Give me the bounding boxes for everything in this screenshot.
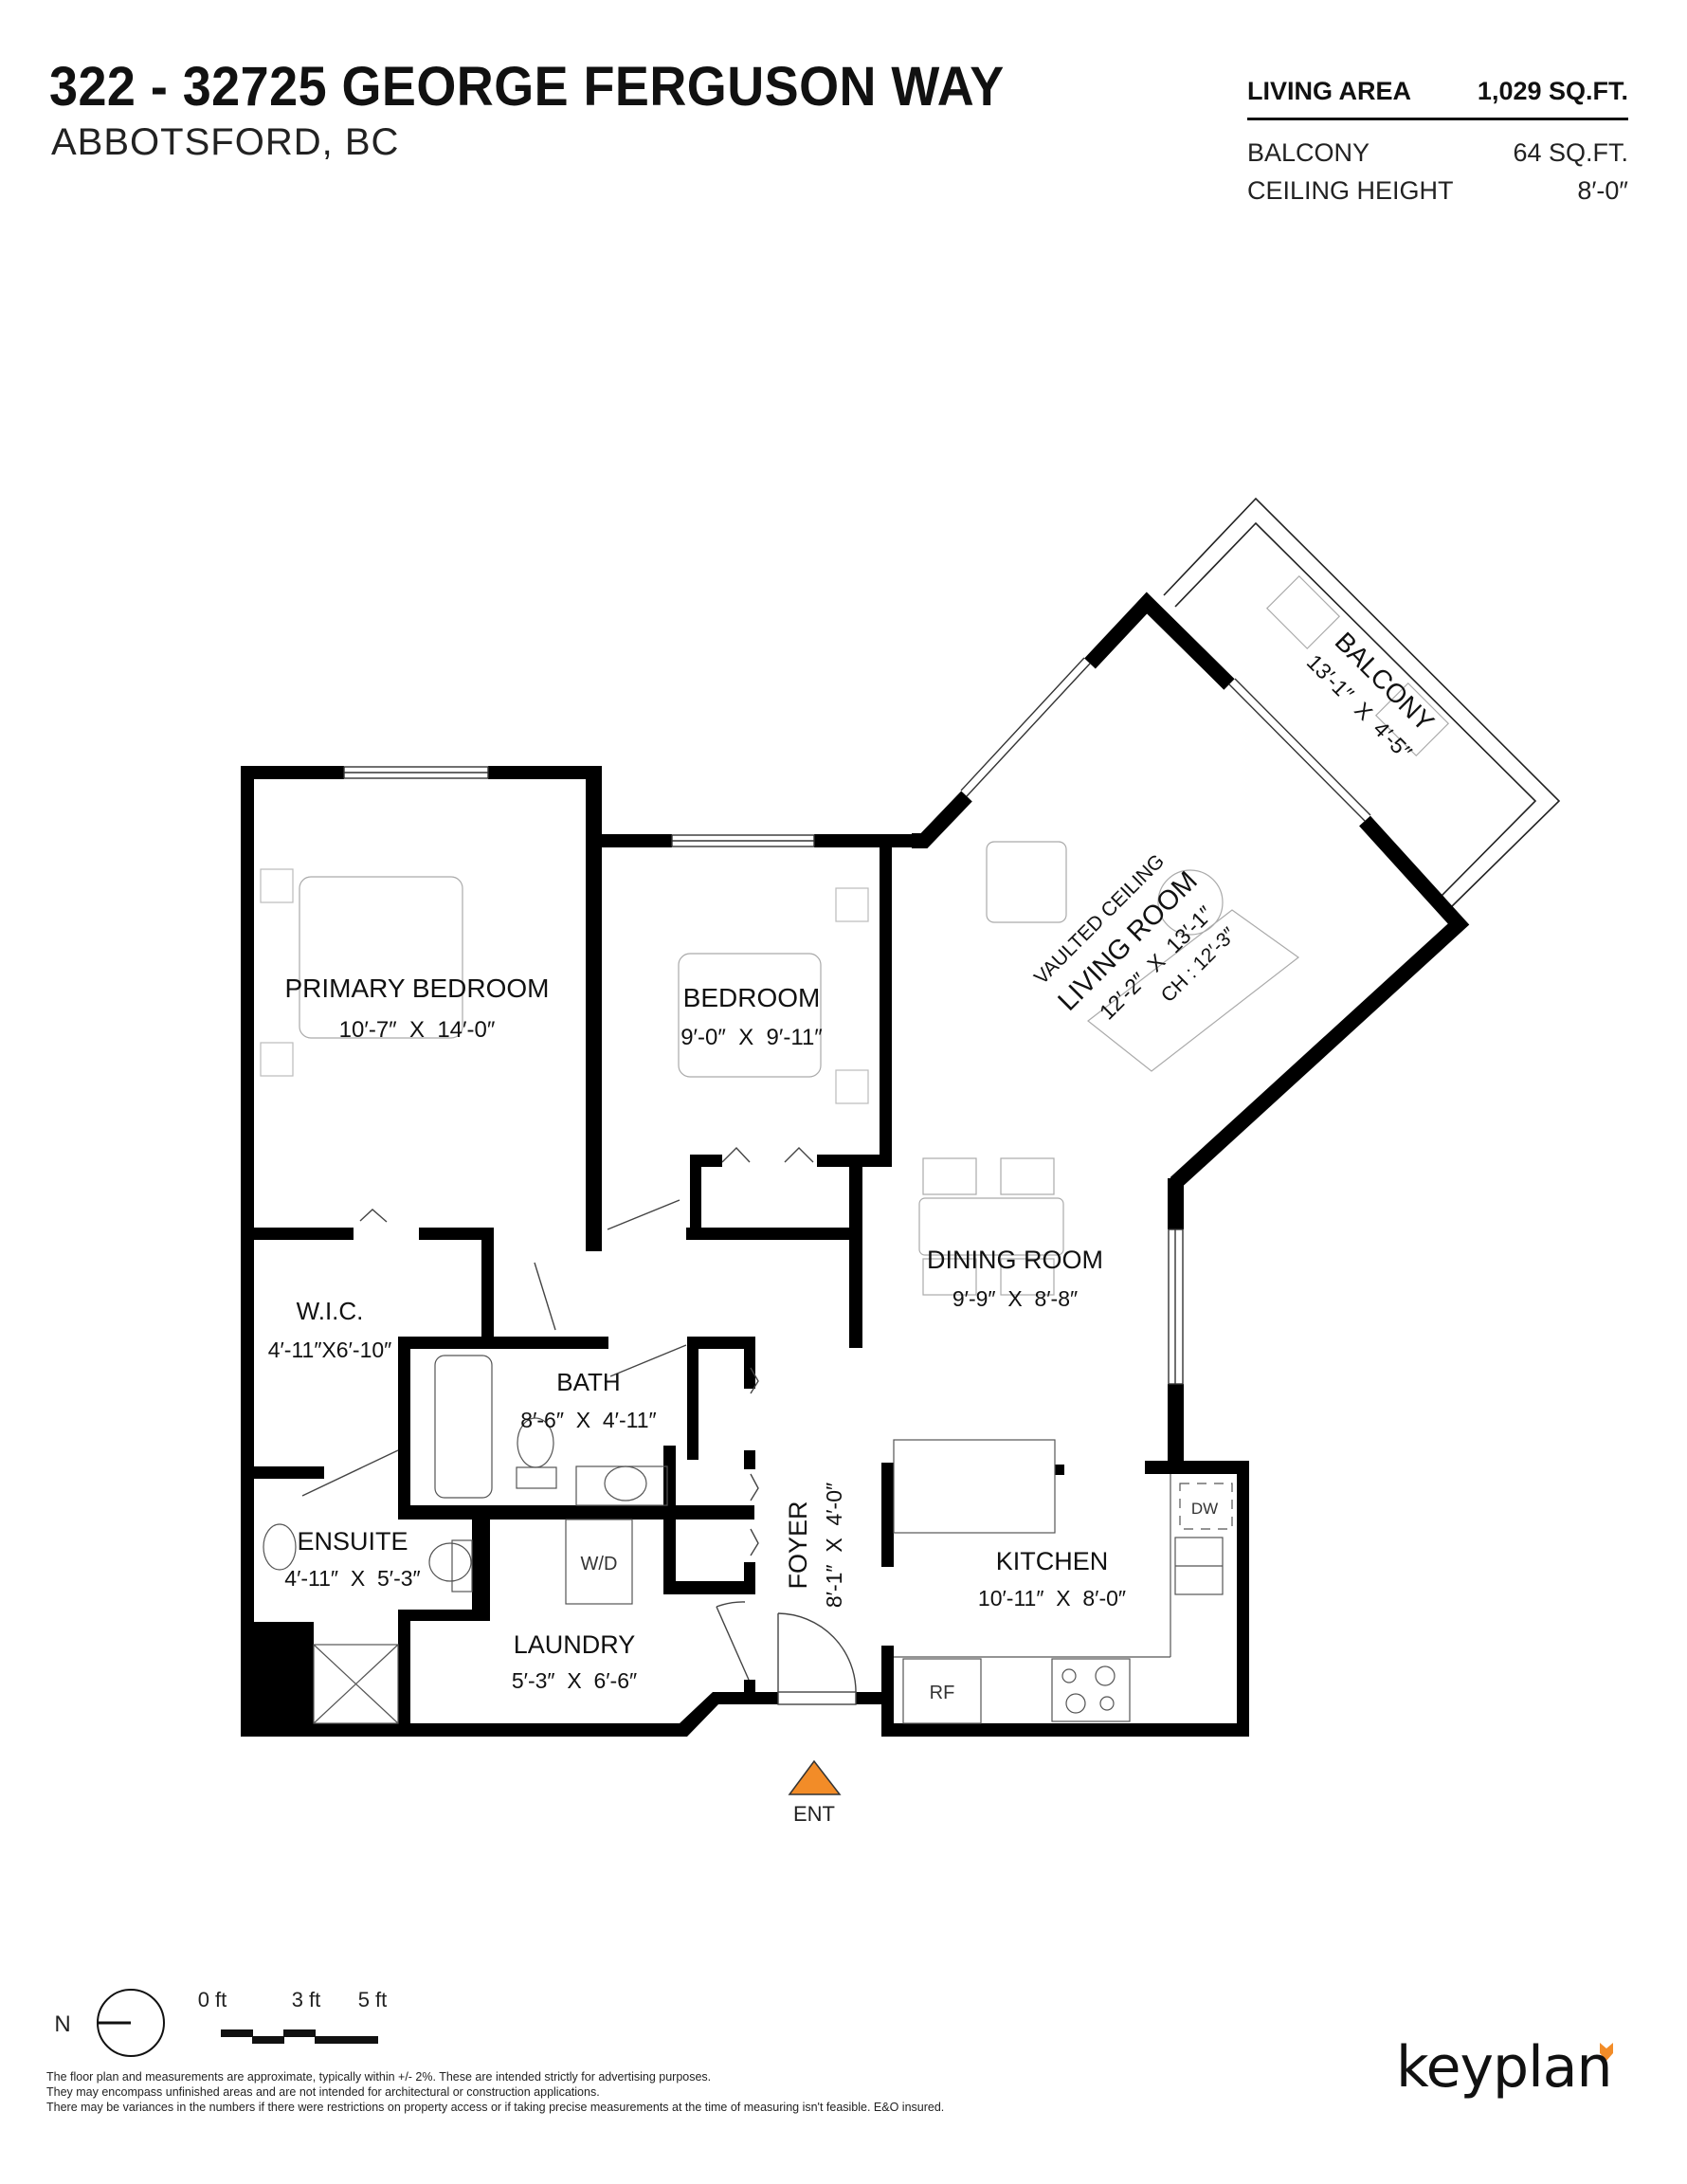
primary-bedroom-name: PRIMARY BEDROOM (284, 974, 549, 1003)
diagonal-walls (912, 592, 1470, 1189)
bath-name: BATH (556, 1368, 620, 1396)
ensuite-name: ENSUITE (297, 1527, 408, 1556)
bedroom-dims: 9′-0″ X 9′-11″ (680, 1025, 823, 1050)
area-summary: LIVING AREA 1,029 SQ.FT. BALCONY 64 SQ.F… (1247, 72, 1628, 209)
sectional-sofa (1087, 909, 1300, 1072)
north-compass-icon: N (54, 1989, 165, 2057)
entrance-label: ENT (793, 1802, 835, 1826)
bedroom-name: BEDROOM (683, 983, 821, 1012)
laundry-name: LAUNDRY (514, 1630, 636, 1659)
compass-north-label: N (54, 2011, 70, 2037)
walls (241, 766, 1249, 1737)
balcony-outline (1163, 497, 1561, 911)
ensuite-toilet (428, 1542, 472, 1582)
entrance-marker-icon (788, 1759, 842, 1795)
dishwasher-label: DW (1191, 1500, 1218, 1518)
dining-table (918, 1197, 1064, 1256)
ensuite-dims: 4′-11″ X 5′-3″ (284, 1566, 420, 1591)
foyer-name: FOYER (784, 1501, 812, 1589)
wic-name: W.I.C. (297, 1297, 364, 1325)
scale-label-0: 0 ft (198, 1988, 227, 2011)
ceiling-height-value: 8′-0″ (1577, 175, 1628, 205)
armchair (986, 841, 1067, 923)
bedroom-bed (678, 953, 822, 1078)
laundry-dims: 5′-3″ X 6′-6″ (512, 1668, 637, 1693)
bath-dims: 8′-6″ X 4′-11″ (520, 1408, 656, 1432)
primary-bed (299, 876, 463, 1039)
disclaimer-line: There may be variances in the numbers if… (46, 2101, 945, 2114)
ceiling-height-label: CEILING HEIGHT (1247, 175, 1454, 205)
refrigerator-label: RF (930, 1683, 955, 1703)
dishwasher (1179, 1483, 1233, 1530)
disclaimer-line: The floor plan and measurements are appr… (46, 2070, 712, 2084)
refrigerator (902, 1658, 982, 1724)
shower (313, 1644, 399, 1724)
ensuite-sink (263, 1523, 297, 1571)
dining-room-name: DINING ROOM (927, 1246, 1103, 1274)
fixtures (260, 574, 1450, 1724)
kitchen-island (893, 1439, 1056, 1534)
balcony-area-value: 64 SQ.FT. (1513, 137, 1628, 167)
disclaimer: The floor plan and measurements are appr… (46, 2069, 944, 2115)
scale-bar: 0 ft 3 ft 5 ft (198, 1988, 388, 2044)
summary-divider (1247, 118, 1628, 120)
keyplan-logo: keyplan (1396, 2034, 1613, 2101)
scale-label-5: 5 ft (358, 1988, 388, 2011)
washer-dryer (565, 1519, 633, 1605)
primary-bedroom-dims: 10′-7″ X 14′-0″ (339, 1017, 496, 1043)
foyer-dims: 8′-1″ X 4′-0″ (822, 1483, 846, 1608)
washer-dryer-label: W/D (581, 1554, 618, 1574)
dining-room-dims: 9′-9″ X 8′-8″ (952, 1286, 1078, 1311)
living-area-value: 1,029 SQ.FT. (1477, 76, 1628, 105)
scale-label-3: 3 ft (292, 1988, 321, 2011)
bathtub (434, 1355, 493, 1499)
living-area-row: LIVING AREA 1,029 SQ.FT. (1247, 72, 1628, 110)
balcony-area-label: BALCONY (1247, 137, 1370, 167)
ceiling-height-row: CEILING HEIGHT 8′-0″ (1247, 172, 1628, 209)
property-address: 322 - 32725 GEORGE FERGUSON WAY (49, 56, 1005, 118)
bath-vanity (575, 1465, 668, 1506)
wic-dims: 4′-11″X6′-10″ (268, 1338, 392, 1362)
living-area-label: LIVING AREA (1247, 76, 1412, 105)
kitchen-dims: 10′-11″ X 8′-0″ (978, 1586, 1126, 1611)
balcony-area-row: BALCONY 64 SQ.FT. (1247, 134, 1628, 172)
keyplan-fox-icon (1600, 2043, 1613, 2061)
property-city: ABBOTSFORD, BC (51, 121, 400, 163)
disclaimer-line: They may encompass unfinished areas and … (46, 2085, 600, 2099)
door-swings (301, 1146, 857, 1705)
windows (343, 657, 1371, 1385)
kitchen-name: KITCHEN (996, 1547, 1109, 1575)
stove (1051, 1658, 1131, 1722)
